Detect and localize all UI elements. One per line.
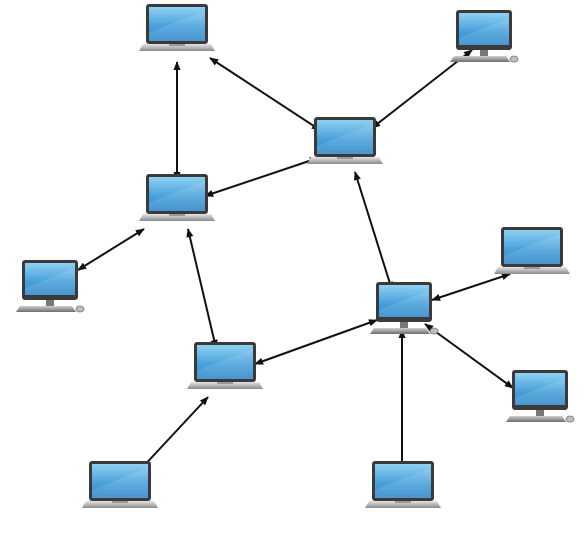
desktop-computer-icon xyxy=(15,259,85,313)
connection-arrow xyxy=(424,323,514,389)
laptop-icon xyxy=(139,174,215,221)
connection-arrow xyxy=(204,157,319,197)
connection-arrow xyxy=(254,319,378,365)
connection-arrow xyxy=(431,273,511,301)
connection-arrow xyxy=(77,228,145,271)
connection-arrow xyxy=(353,171,394,291)
laptop-icon xyxy=(82,461,158,508)
connection-arrow xyxy=(186,228,218,349)
laptop-icon xyxy=(187,342,263,389)
connection-arrow xyxy=(139,396,209,471)
laptop-icon xyxy=(139,4,215,51)
connection-arrow xyxy=(371,49,473,129)
laptop-icon xyxy=(365,461,441,508)
laptop-icon xyxy=(494,227,570,274)
links-layer xyxy=(77,49,514,471)
desktop-computer-icon xyxy=(449,9,519,63)
desktop-computer-icon xyxy=(505,369,575,423)
connection-arrow xyxy=(209,57,321,131)
laptop-icon xyxy=(307,117,383,164)
